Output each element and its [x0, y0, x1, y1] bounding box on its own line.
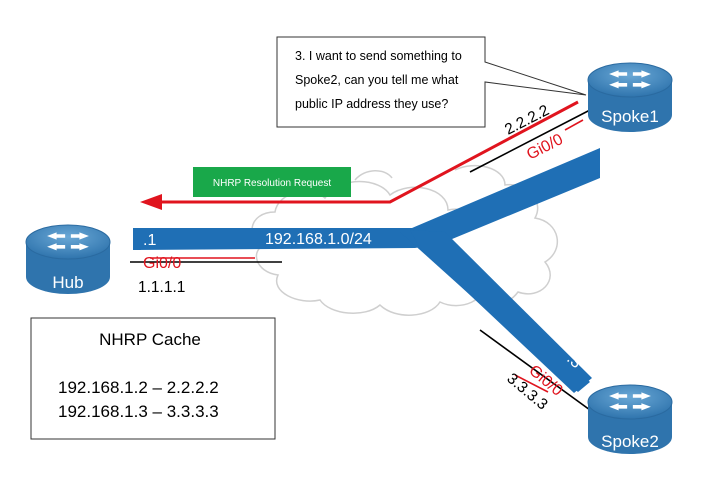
- request-label: NHRP Resolution Request: [213, 178, 331, 189]
- callout: 3. I want to send something to Spoke2, c…: [276, 36, 587, 128]
- spoke1-interface-label: Gi0/0: [524, 131, 566, 164]
- hub-public-ip: 1.1.1.1: [138, 279, 185, 296]
- request-label-box: [193, 167, 351, 197]
- tunnel-network: [133, 148, 600, 393]
- spoke2-router: Spoke2: [587, 384, 673, 454]
- cache-title: NHRP Cache: [99, 330, 201, 349]
- callout-line-1: 3. I want to send something to: [295, 49, 462, 63]
- hub-host-label: .1: [143, 232, 156, 249]
- spoke2-router-name: Spoke2: [601, 432, 659, 451]
- spoke2-physical-link: [479, 329, 591, 411]
- hub-router-name: Hub: [52, 273, 83, 292]
- spoke1-physical-link: [469, 109, 591, 173]
- router-icon: [587, 384, 673, 454]
- nhrp-cache-box: NHRP Cache 192.168.1.2 – 2.2.2.2 192.168…: [30, 317, 276, 440]
- cache-entry: 192.168.1.2 – 2.2.2.2: [58, 378, 219, 397]
- callout-line-2: Spoke2, can you tell me what: [295, 73, 459, 87]
- hub-interface-label: Gi0/0: [143, 255, 181, 272]
- arrow-left-icon: [140, 100, 584, 393]
- cache-entry: 192.168.1.3 – 3.3.3.3: [58, 402, 219, 421]
- callout-line-3: public IP address they use?: [295, 97, 448, 111]
- spoke1-router-name: Spoke1: [601, 107, 659, 126]
- router-icon: [587, 62, 673, 132]
- router-icon: [25, 224, 111, 294]
- spoke1-router: Spoke1: [587, 62, 673, 132]
- subnet-label: 192.168.1.0/24: [265, 231, 372, 248]
- hub-router: Hub: [25, 224, 111, 294]
- spoke1-host-label: .2: [563, 135, 582, 156]
